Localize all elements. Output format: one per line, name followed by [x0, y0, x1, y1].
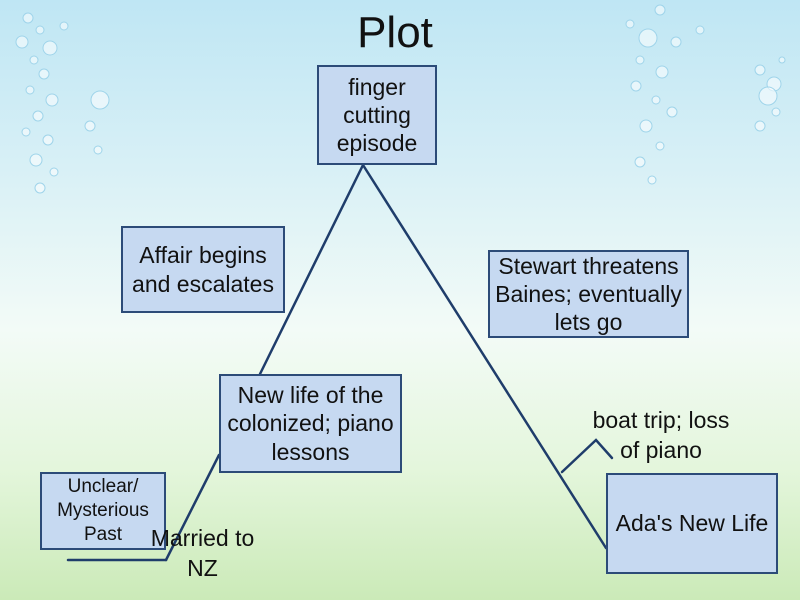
stewart-box: Stewart threatens Baines; eventually let…	[488, 250, 689, 338]
new-life-box: New life of the colonized; piano lessons	[219, 374, 402, 473]
affair-box: Affair begins and escalates	[121, 226, 285, 313]
boat-trip-label: boat trip; loss of piano	[592, 407, 730, 463]
slide-title: Plot	[357, 8, 433, 57]
rising-action-line-lower	[164, 453, 221, 562]
rising-action-line-upper	[258, 163, 365, 376]
climax-box: finger cutting episode	[317, 65, 437, 165]
married-label: Married to NZ	[150, 525, 255, 581]
resolution-box: Ada's New Life	[606, 473, 778, 574]
falling-action-line	[361, 163, 608, 550]
boat-trip-bracket	[560, 438, 614, 474]
exposition-box: Unclear/ Mysterious Past	[40, 472, 166, 550]
